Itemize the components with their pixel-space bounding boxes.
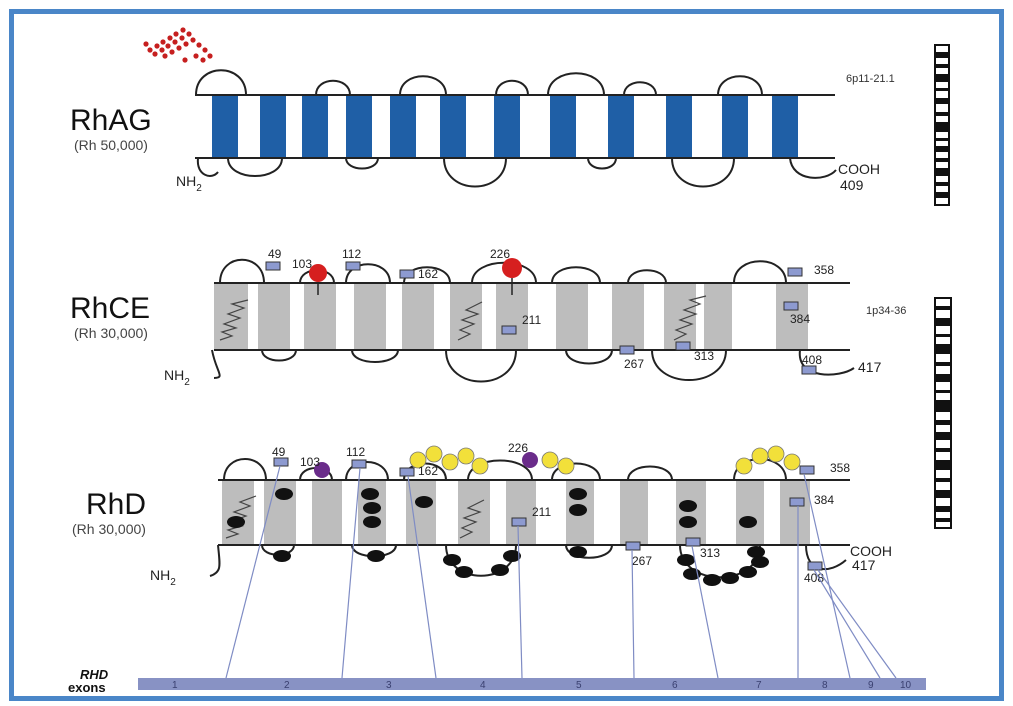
rhd-cterm-number: 417 bbox=[852, 557, 876, 573]
rhd-nh2-label: NH2 bbox=[150, 567, 176, 588]
glycan-icon bbox=[143, 27, 212, 62]
exon-4: 4 bbox=[480, 680, 486, 691]
exon-6: 6 bbox=[672, 680, 678, 691]
rhd-pos-313: 313 bbox=[700, 546, 720, 560]
rhd-pos-103: 103 bbox=[300, 455, 320, 469]
rhce-topology: 49 103 112 162 226 358 211 384 267 313 4… bbox=[70, 247, 906, 388]
rhd-subtitle: (Rh 30,000) bbox=[72, 521, 146, 537]
exon-header-label: exons bbox=[68, 680, 106, 695]
rhd-pos-226: 226 bbox=[508, 441, 528, 455]
rhce-nh2-label: NH2 bbox=[164, 367, 190, 388]
rhce-pos-384: 384 bbox=[790, 312, 810, 326]
rhce-pos-408: 408 bbox=[802, 353, 822, 367]
rhd-topology: 49 103 112 162 226 358 211 384 267 313 4… bbox=[72, 441, 892, 588]
exon-9: 9 bbox=[868, 680, 874, 691]
rhce-chromosome-label: 1p34-36 bbox=[866, 305, 906, 317]
rhag-chromosome-label: 6p11-21.1 bbox=[846, 73, 895, 85]
rhd-pos-112: 112 bbox=[346, 445, 365, 459]
rhce-pos-103: 103 bbox=[292, 257, 312, 271]
exon-10: 10 bbox=[900, 680, 912, 691]
chromosome-6-ideogram bbox=[935, 45, 949, 205]
rhd-pos-358: 358 bbox=[830, 461, 850, 475]
exon-7: 7 bbox=[756, 680, 762, 691]
rhce-pos-267: 267 bbox=[624, 357, 644, 371]
rhag-cterm-number: 409 bbox=[840, 177, 864, 193]
exon-8: 8 bbox=[822, 680, 828, 691]
rhce-pos-49: 49 bbox=[268, 247, 282, 261]
rhd-pos-384: 384 bbox=[814, 493, 834, 507]
rhce-pos-226: 226 bbox=[490, 247, 510, 261]
rhag-nh2-label: NH2 bbox=[176, 173, 202, 194]
rhce-pos-112: 112 bbox=[342, 247, 361, 261]
rhd-pos-267: 267 bbox=[632, 554, 652, 568]
exon-1: 1 bbox=[172, 680, 178, 691]
rhag-name: RhAG bbox=[70, 104, 152, 137]
rhd-pos-211: 211 bbox=[532, 505, 551, 519]
rhce-subtitle: (Rh 30,000) bbox=[74, 325, 148, 341]
rhd-pos-162: 162 bbox=[418, 464, 438, 478]
exon-2: 2 bbox=[284, 680, 290, 691]
rhd-pos-49: 49 bbox=[272, 445, 286, 459]
rhag-cterm-label: COOH bbox=[838, 161, 880, 177]
exon-5: 5 bbox=[576, 680, 582, 691]
rhce-cterm-number: 417 bbox=[858, 359, 882, 375]
rhd-name: RhD bbox=[86, 488, 146, 521]
exon-3: 3 bbox=[386, 680, 392, 691]
rhce-name: RhCE bbox=[70, 292, 150, 325]
rhag-topology: RhAG (Rh 50,000) NH2 COOH 409 6p11-21.1 bbox=[70, 27, 895, 194]
chromosome-1-ideogram bbox=[935, 298, 951, 528]
rhag-subtitle: (Rh 50,000) bbox=[74, 137, 148, 153]
rhce-pos-211: 211 bbox=[522, 313, 541, 327]
rhce-pos-358: 358 bbox=[814, 263, 834, 277]
rhce-pos-162: 162 bbox=[418, 267, 438, 281]
rhd-exon-bar: RHD exons 1 2 3 4 5 6 7 8 9 10 bbox=[68, 667, 926, 695]
rhce-pos-313: 313 bbox=[694, 349, 714, 363]
